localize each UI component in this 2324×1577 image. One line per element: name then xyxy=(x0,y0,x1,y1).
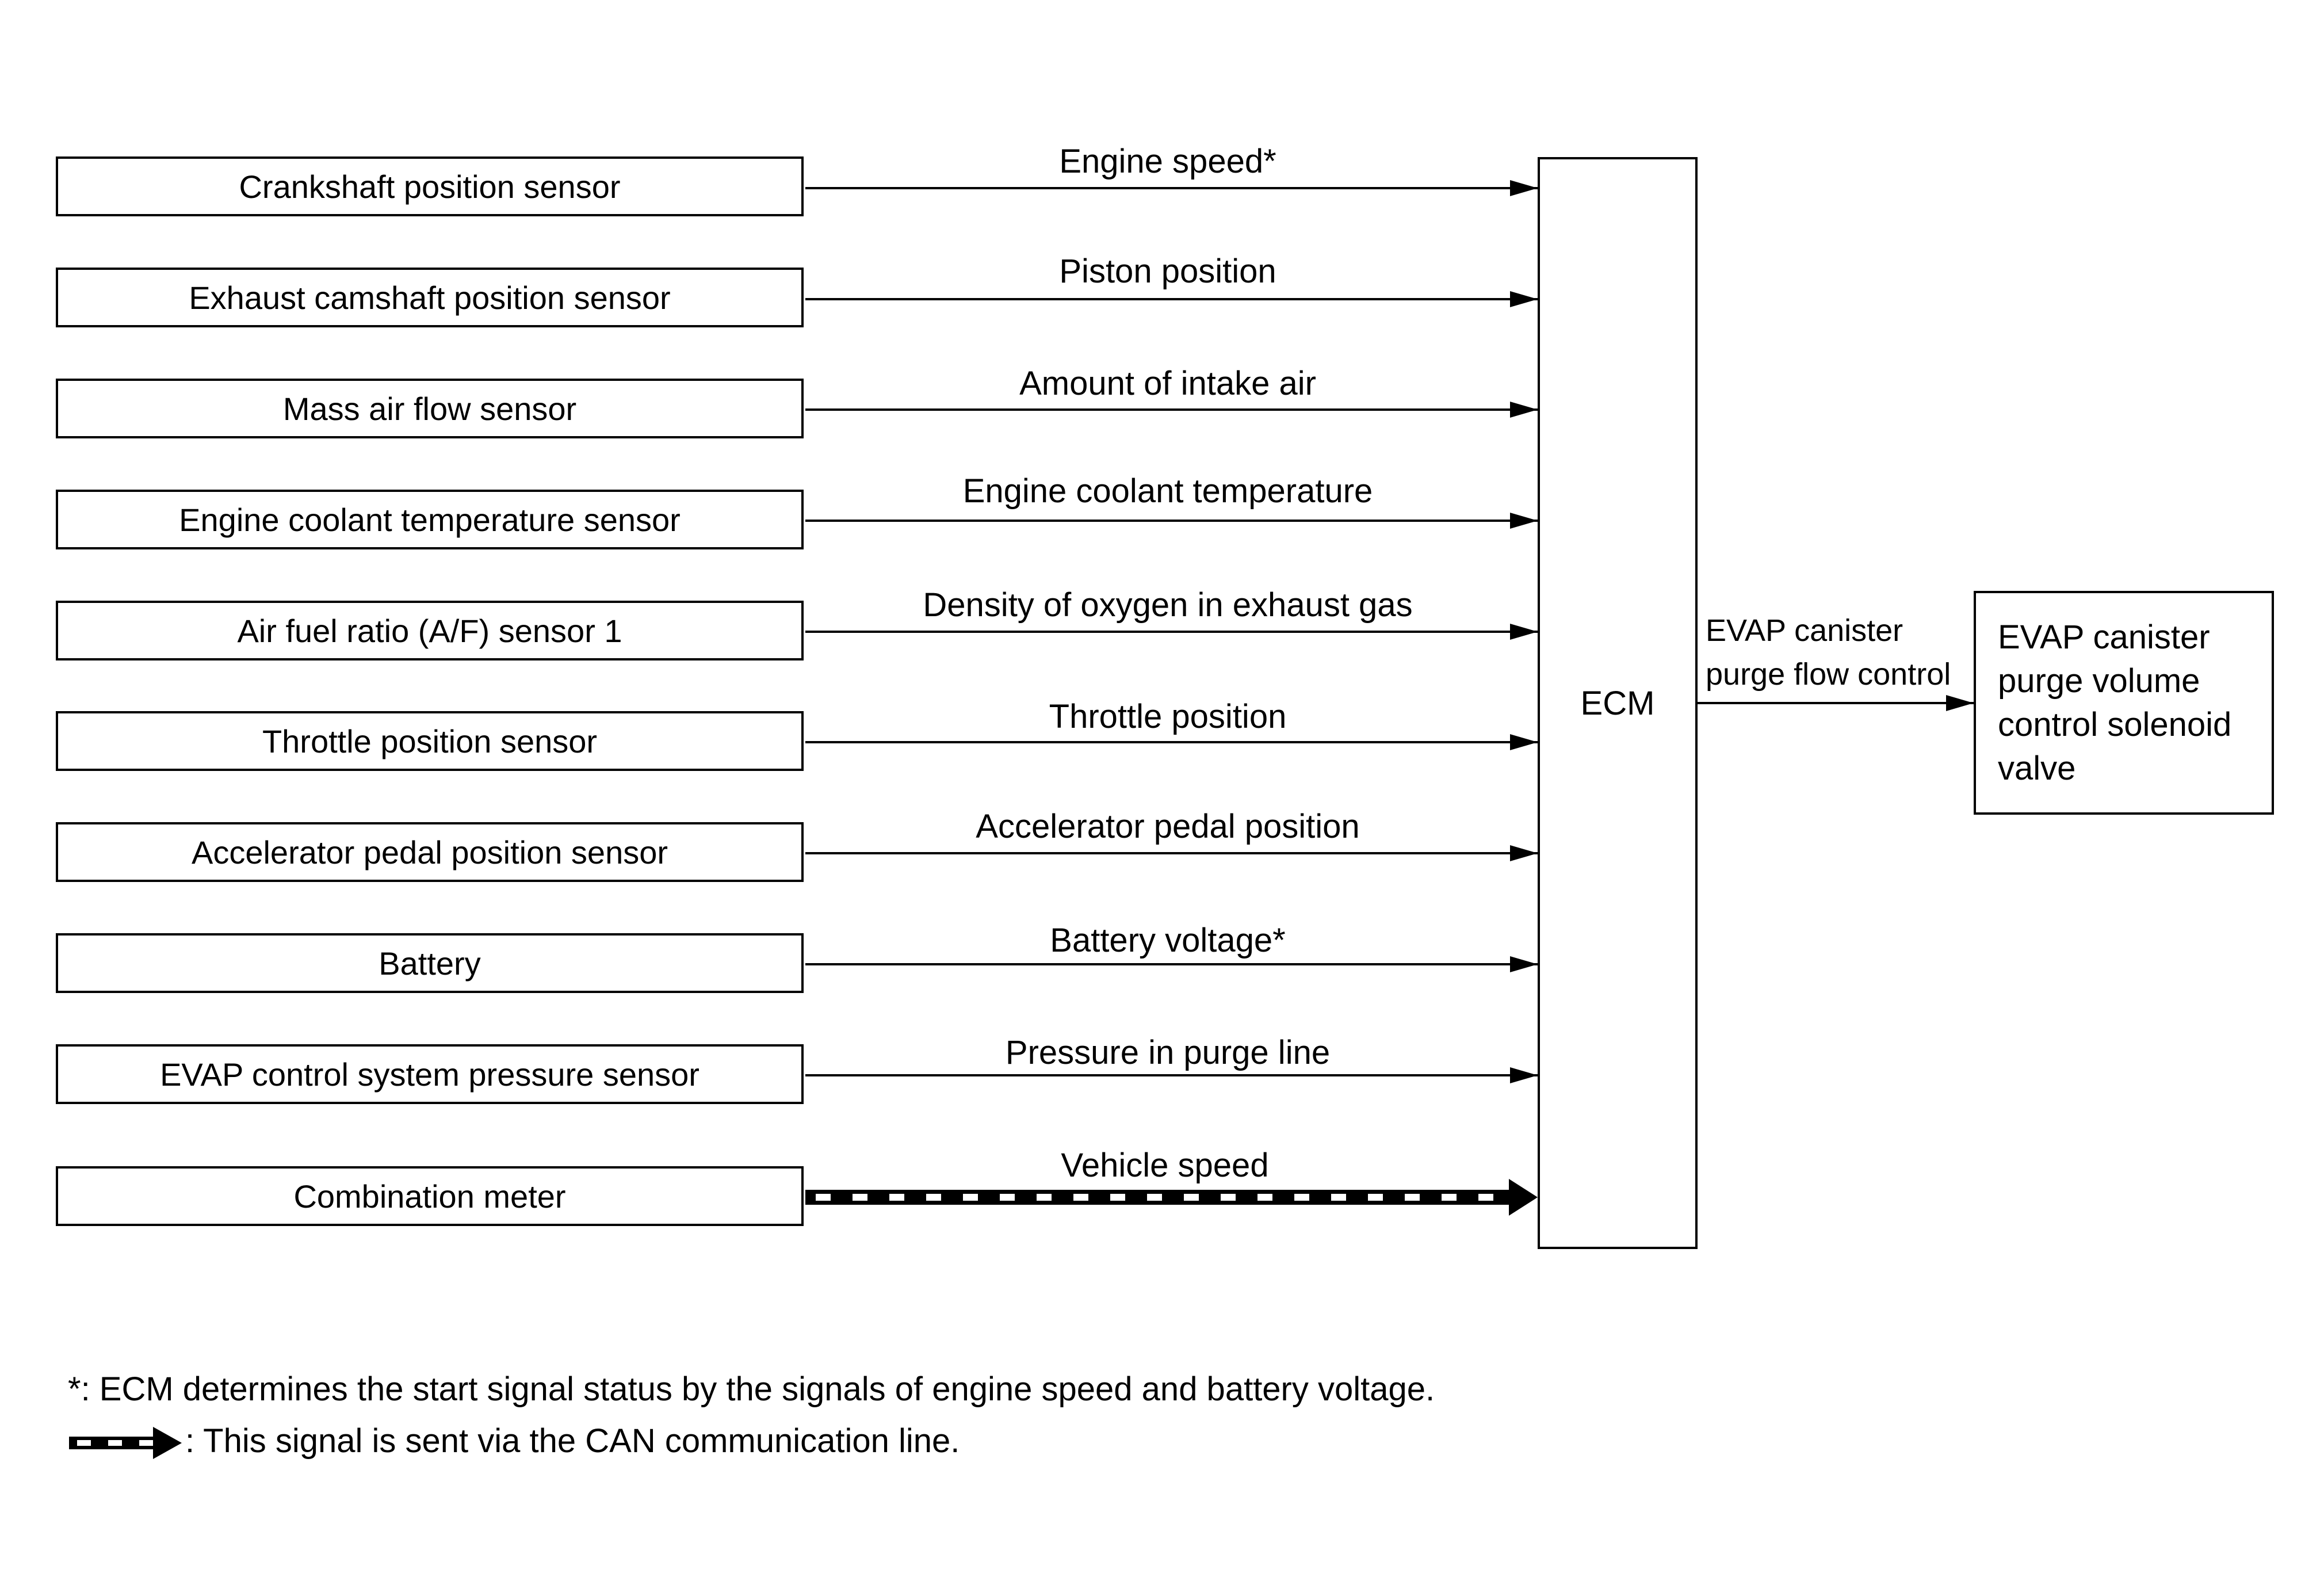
ecm-box: ECM xyxy=(1538,157,1698,1249)
signal-label-purge-pressure: Pressure in purge line xyxy=(1005,1034,1331,1071)
sensor-box-throttle: Throttle position sensor xyxy=(56,711,804,771)
output-signal-line1: EVAP canister xyxy=(1706,613,1903,648)
arrowhead-piston-position xyxy=(1510,291,1538,307)
sensor-label: Engine coolant temperature sensor xyxy=(179,501,681,538)
footnote-asterisk: *: ECM determines the start signal statu… xyxy=(68,1370,1435,1408)
sensor-label: Battery xyxy=(379,945,481,982)
sensor-box-evap-pressure: EVAP control system pressure sensor xyxy=(56,1044,804,1104)
arrowhead-oxygen-density xyxy=(1510,624,1538,640)
sensor-box-mass-air-flow: Mass air flow sensor xyxy=(56,379,804,438)
ecm-label: ECM xyxy=(1580,684,1655,722)
signal-label-throttle-position: Throttle position xyxy=(1049,698,1287,735)
arrowhead-throttle-position xyxy=(1510,734,1538,750)
actuator-box-purge-valve: EVAP canister purge volume control solen… xyxy=(1974,591,2274,815)
arrowhead-vehicle-speed xyxy=(1509,1179,1538,1216)
sensor-label: Accelerator pedal position sensor xyxy=(191,834,668,870)
arrowhead-accelerator xyxy=(1510,845,1538,861)
signal-label-oxygen-density: Density of oxygen in exhaust gas xyxy=(923,586,1413,624)
sensor-label: Air fuel ratio (A/F) sensor 1 xyxy=(237,612,622,649)
sensor-box-combination-meter: Combination meter xyxy=(56,1166,804,1226)
signal-label-coolant-temp: Engine coolant temperature xyxy=(962,472,1373,510)
sensor-label: EVAP control system pressure sensor xyxy=(160,1056,700,1093)
sensor-box-coolant-temp: Engine coolant temperature sensor xyxy=(56,490,804,549)
output-signal-label: EVAP canister purge flow control xyxy=(1706,609,1951,696)
output-signal-line2: purge flow control xyxy=(1706,657,1951,692)
arrowhead-coolant-temp xyxy=(1510,513,1538,529)
sensor-box-accelerator: Accelerator pedal position sensor xyxy=(56,822,804,882)
sensor-box-af-sensor: Air fuel ratio (A/F) sensor 1 xyxy=(56,601,804,660)
can-line-legend-icon xyxy=(69,1427,182,1459)
arrowhead-engine-speed xyxy=(1510,180,1538,196)
signal-label-engine-speed: Engine speed* xyxy=(1059,143,1276,180)
sensor-label: Throttle position sensor xyxy=(262,723,598,759)
sensor-label: Combination meter xyxy=(293,1178,566,1215)
arrowhead-output xyxy=(1946,695,1974,711)
arrowhead-battery-voltage xyxy=(1510,956,1538,972)
sensor-box-exhaust-camshaft: Exhaust camshaft position sensor xyxy=(56,268,804,327)
actuator-label: EVAP canister purge volume control solen… xyxy=(1998,618,2232,787)
sensor-box-crankshaft: Crankshaft position sensor xyxy=(56,156,804,216)
sensor-label: Exhaust camshaft position sensor xyxy=(189,279,671,316)
footnote-can-legend: : This signal is sent via the CAN commun… xyxy=(185,1422,960,1460)
arrowhead-intake-air xyxy=(1510,402,1538,418)
sensor-label: Crankshaft position sensor xyxy=(239,168,621,205)
signal-label-vehicle-speed: Vehicle speed xyxy=(1061,1147,1269,1184)
sensor-label: Mass air flow sensor xyxy=(282,390,577,427)
arrowhead-purge-pressure xyxy=(1510,1067,1538,1083)
signal-label-intake-air: Amount of intake air xyxy=(1019,365,1316,402)
signal-label-battery-voltage: Battery voltage* xyxy=(1050,922,1286,959)
signal-label-accelerator: Accelerator pedal position xyxy=(976,808,1360,845)
signal-label-piston-position: Piston position xyxy=(1059,253,1276,290)
sensor-box-battery: Battery xyxy=(56,933,804,993)
